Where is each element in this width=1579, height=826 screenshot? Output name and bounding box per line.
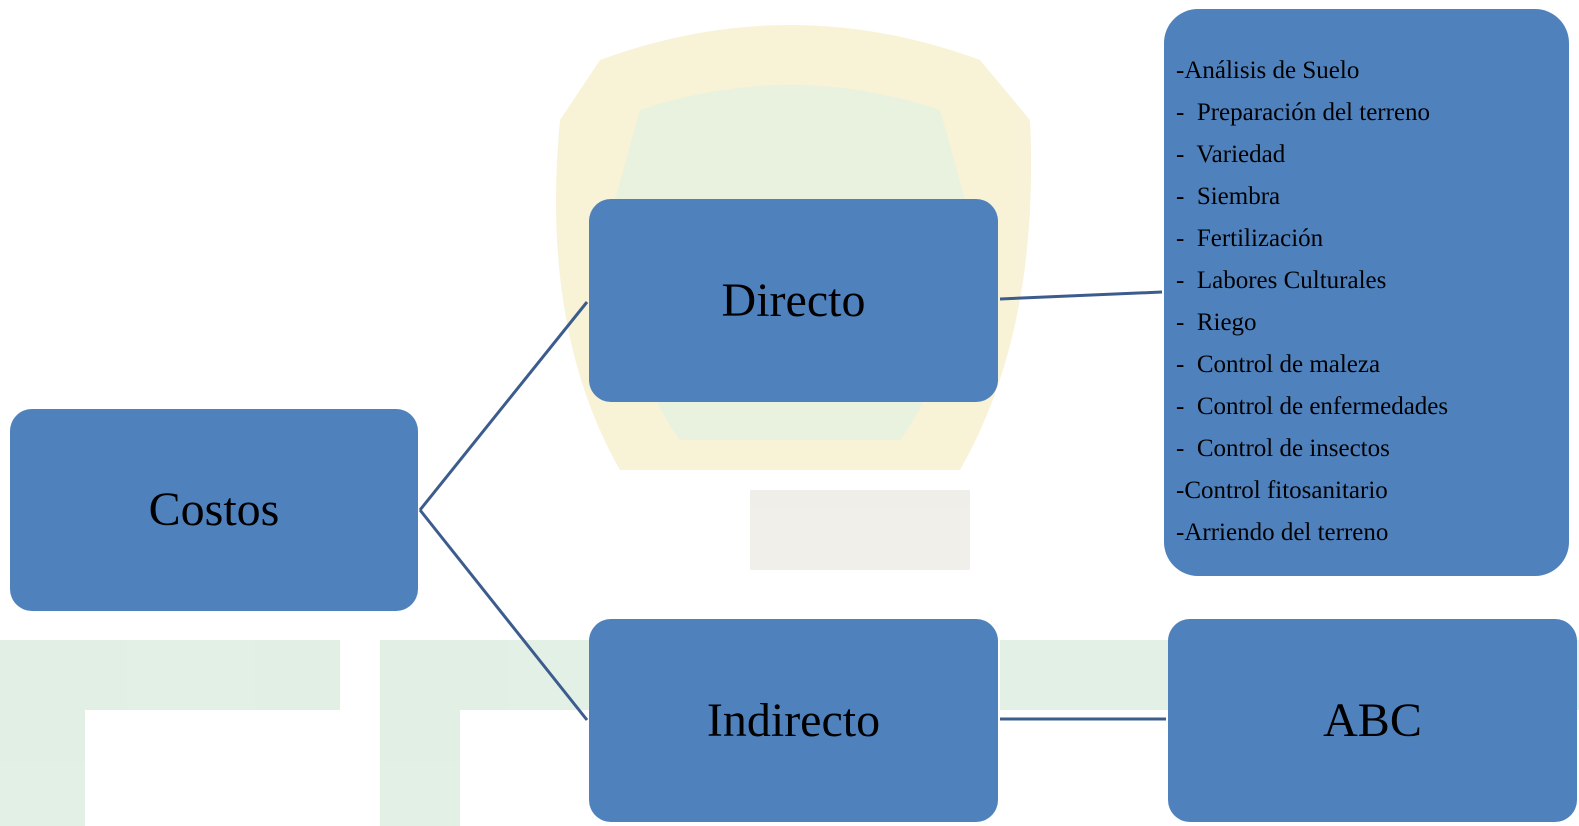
list-item: - Variedad [1176, 141, 1286, 168]
connector-directo-items [999, 290, 1163, 301]
list-item: - Control de insectos [1176, 435, 1390, 462]
watermark-seal-caption [750, 490, 970, 570]
costos-node: Costos [10, 409, 418, 611]
list-item: - Labores Culturales [1176, 267, 1387, 294]
indirecto-label: Indirecto [706, 693, 881, 747]
list-item: - Control de enfermedades [1176, 393, 1449, 420]
indirecto-node: Indirecto [589, 619, 998, 822]
list-item: - Control de maleza [1176, 351, 1381, 378]
list-item: - Preparación del terreno [1176, 99, 1431, 126]
direct-cost-items-node: -Análisis de Suelo - Preparación del ter… [1164, 9, 1569, 576]
directo-node: Directo [589, 199, 998, 402]
connector-costos-indirecto [418, 509, 589, 721]
list-item: -Control fitosanitario [1176, 477, 1388, 504]
connector-costos-directo [418, 301, 589, 511]
list-item: - Fertilización [1176, 225, 1324, 252]
directo-label: Directo [721, 273, 866, 327]
abc-node: ABC [1168, 619, 1577, 822]
list-item: - Riego [1176, 309, 1257, 336]
list-item: - Siembra [1176, 183, 1281, 210]
costos-label: Costos [148, 483, 280, 536]
abc-label: ABC [1323, 693, 1422, 747]
watermark-stroke-2 [0, 640, 85, 826]
direct-cost-items-list: -Análisis de Suelo - Preparación del ter… [1176, 55, 1569, 559]
list-item: -Arriendo del terreno [1176, 519, 1389, 546]
list-item: -Análisis de Suelo [1176, 57, 1360, 84]
watermark-stroke-4 [380, 640, 460, 826]
